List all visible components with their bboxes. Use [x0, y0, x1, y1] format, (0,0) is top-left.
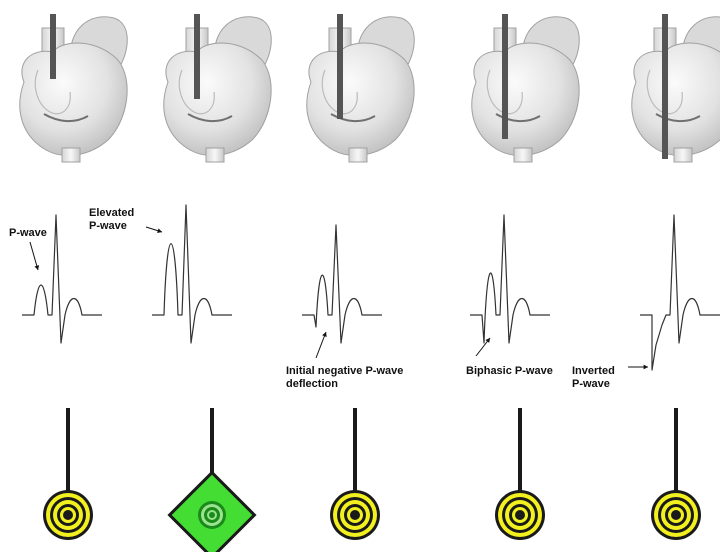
- heart-body: [307, 43, 414, 155]
- target-marker: [651, 408, 701, 540]
- target-marker: [170, 408, 255, 552]
- label-initial-negative-p-wave: Initial negative P-wave deflection: [286, 365, 403, 391]
- inferior-vena-cava: [349, 148, 367, 162]
- target-marker: [495, 408, 545, 540]
- inferior-vena-cava: [206, 148, 224, 162]
- label-biphasic-p-wave: Biphasic P-wave: [466, 365, 553, 378]
- label-inverted-p-wave: Inverted P-wave: [572, 365, 615, 391]
- label-p-wave: P-wave: [9, 227, 47, 240]
- target-ring: [671, 510, 681, 520]
- heart-diagram: [164, 14, 271, 162]
- target-ring: [209, 512, 215, 518]
- target-stem: [353, 408, 357, 502]
- target-ring: [63, 510, 73, 520]
- ecg-trace: [640, 215, 720, 370]
- heart-diagram: [20, 14, 127, 162]
- catheter: [502, 14, 508, 139]
- target-stem: [66, 408, 70, 502]
- heart-diagram: [632, 14, 720, 162]
- catheter: [50, 14, 56, 79]
- target-stem: [518, 408, 522, 502]
- heart-body: [472, 43, 579, 155]
- heart-diagram: [472, 14, 579, 162]
- ecg-trace: [302, 225, 382, 343]
- heart-row: [20, 14, 720, 162]
- label-elevated-p-wave: Elevated P-wave: [89, 207, 134, 233]
- catheter: [194, 14, 200, 99]
- inverted-arrow-head: [644, 365, 648, 370]
- ecg-trace: [470, 215, 550, 343]
- target-ring: [515, 510, 525, 520]
- target-stem: [674, 408, 678, 502]
- catheter: [337, 14, 343, 119]
- inferior-vena-cava: [62, 148, 80, 162]
- target-ring: [350, 510, 360, 520]
- p-wave-arrow-head: [34, 265, 39, 270]
- ecg-trace: [152, 205, 232, 343]
- heart-body: [164, 43, 271, 155]
- heart-body: [632, 43, 720, 155]
- heart-body: [20, 43, 127, 155]
- inferior-vena-cava: [674, 148, 692, 162]
- target-row: [43, 408, 701, 552]
- biphasic-arrow-head: [485, 338, 490, 343]
- target-marker: [330, 408, 380, 540]
- heart-diagram: [307, 14, 414, 162]
- catheter: [662, 14, 668, 159]
- inferior-vena-cava: [514, 148, 532, 162]
- target-marker: [43, 408, 93, 540]
